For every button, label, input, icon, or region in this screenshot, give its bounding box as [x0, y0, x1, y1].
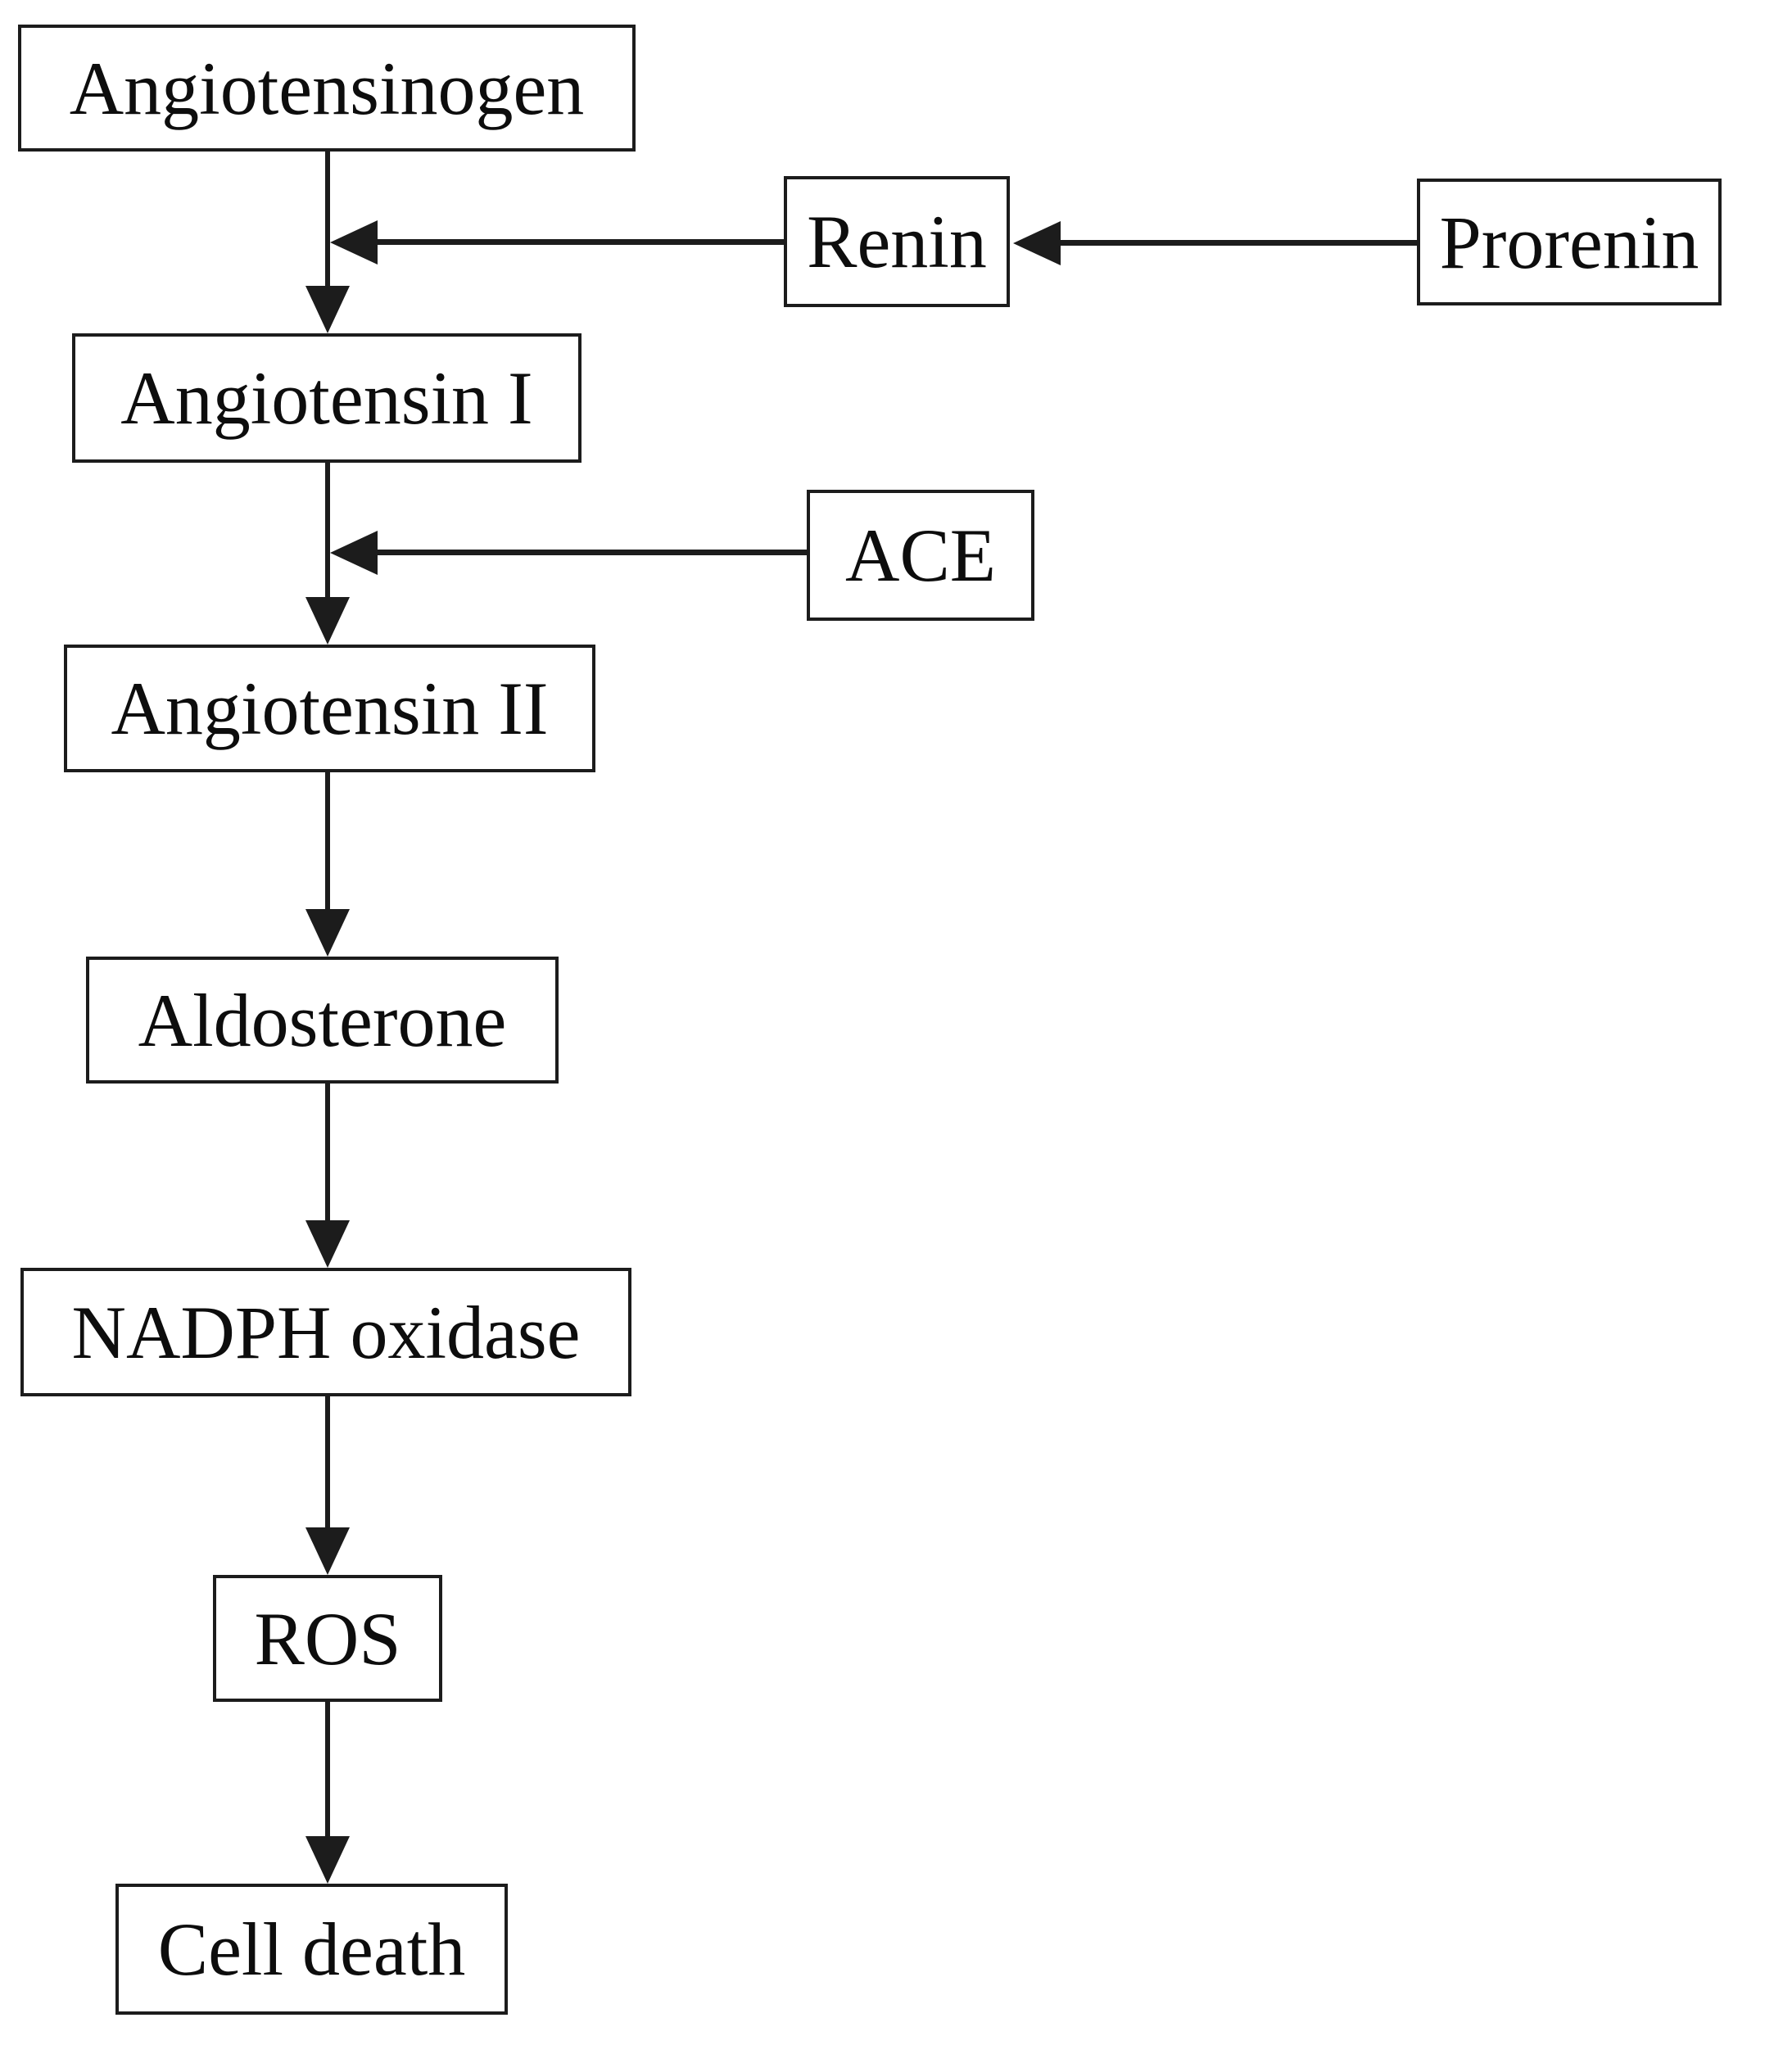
- node-angiotensinogen-label: Angiotensinogen: [69, 46, 585, 130]
- node-cell-death: Cell death: [115, 1884, 508, 2015]
- arrowhead-down-to-nadph-oxidase: [305, 1220, 350, 1268]
- arrowhead-down-to-aldosterone: [305, 909, 350, 957]
- arrowhead-left-from-prorenin: [1013, 221, 1061, 265]
- arrowhead-left-from-ace: [330, 531, 378, 575]
- node-ace: ACE: [807, 490, 1034, 621]
- arrowhead-down-to-cell-death: [305, 1836, 350, 1884]
- connector-ros-to-cell-death: [325, 1702, 330, 1851]
- arrowhead-down-to-ros: [305, 1527, 350, 1575]
- arrowhead-down-to-angiotensin-i: [305, 286, 350, 333]
- node-angiotensin-i-label: Angiotensin I: [120, 356, 533, 440]
- node-prorenin: Prorenin: [1417, 179, 1722, 305]
- connector-angiotensin-i-to-angiotensin-ii: [325, 463, 330, 610]
- node-cell-death-label: Cell death: [157, 1907, 466, 1991]
- connector-prorenin-to-renin: [1048, 240, 1417, 246]
- node-renin: Renin: [784, 176, 1010, 307]
- node-renin-label: Renin: [807, 200, 987, 283]
- node-nadph-oxidase-label: NADPH oxidase: [71, 1290, 581, 1374]
- connector-renin-to-spine: [364, 239, 784, 245]
- node-aldosterone: Aldosterone: [86, 957, 559, 1084]
- connector-ace-to-spine: [364, 550, 807, 555]
- arrowhead-left-from-renin: [330, 220, 378, 265]
- node-prorenin-label: Prorenin: [1439, 200, 1699, 284]
- node-angiotensin-ii-label: Angiotensin II: [111, 667, 549, 750]
- node-angiotensinogen: Angiotensinogen: [18, 25, 636, 152]
- arrowhead-down-to-angiotensin-ii: [305, 597, 350, 645]
- connector-aldosterone-to-nadph-oxidase: [325, 1084, 330, 1235]
- node-ros: ROS: [213, 1575, 442, 1702]
- connector-angiotensinogen-to-angiotensin-i: [325, 152, 330, 299]
- connector-angiotensin-ii-to-aldosterone: [325, 772, 330, 924]
- node-aldosterone-label: Aldosterone: [138, 978, 507, 1062]
- node-angiotensin-i: Angiotensin I: [72, 333, 581, 463]
- node-nadph-oxidase: NADPH oxidase: [20, 1268, 631, 1396]
- connector-nadph-oxidase-to-ros: [325, 1396, 330, 1544]
- node-angiotensin-ii: Angiotensin II: [64, 645, 595, 772]
- node-ace-label: ACE: [845, 514, 996, 597]
- node-ros-label: ROS: [254, 1596, 401, 1681]
